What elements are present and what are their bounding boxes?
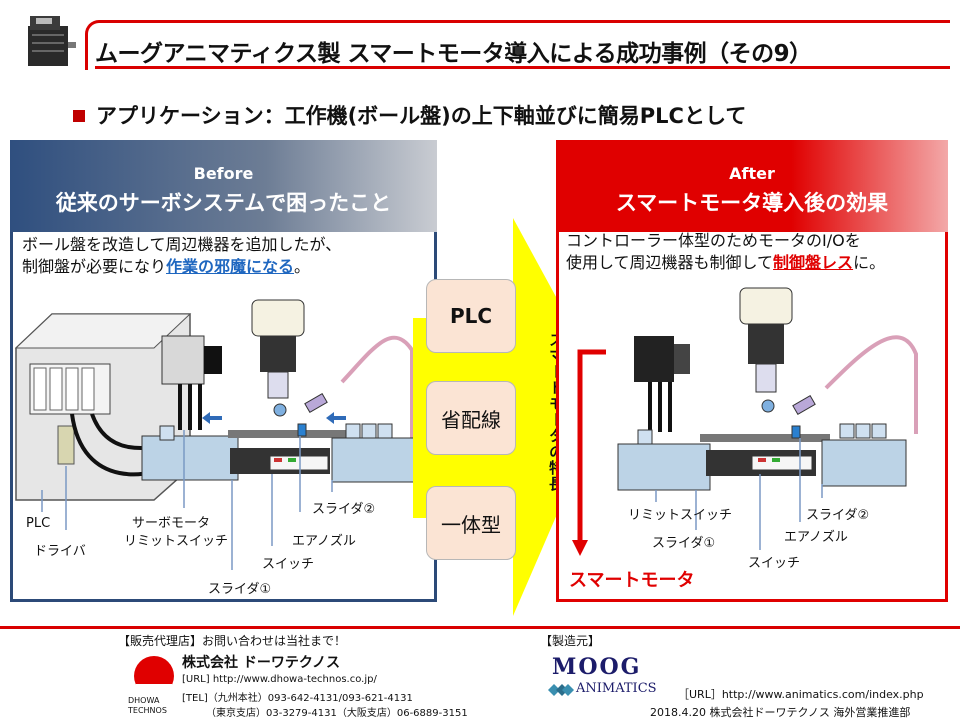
moog-logo: MOOG — [552, 654, 642, 680]
before-label-servo-motor: サーボモータ — [132, 516, 211, 531]
feature-integrated: 一体型 — [426, 486, 516, 560]
before-desc-line1: ボール盤を改造して周辺機器を追加したが、 — [22, 235, 342, 254]
before-heading-ja: 従来のサーボシステムで困ったこと — [55, 191, 392, 215]
date-and-department: 2018.4.20 株式会社ドーワテクノス 海外営業推進部 — [650, 706, 911, 719]
after-heading-ja: スマートモータ導入後の効果 — [615, 191, 889, 215]
company-tel-kyushu: [TEL]（九州本社）093-642-4131/093-621-4131 — [182, 693, 413, 704]
after-desc-emphasis: 制御盤レス — [773, 253, 854, 272]
before-desc-text: 制御盤が必要になり — [22, 257, 167, 276]
subtitle-bullet-icon — [73, 110, 85, 122]
dealer-heading: 【販売代理店】お問い合わせは当社まで！ — [118, 634, 347, 648]
after-label-smart-motor: スマートモータ — [569, 570, 695, 591]
after-description: コントローラー体型のためモータのI/Oを 使用して周辺機器も制御して制御盤レスに… — [566, 230, 885, 274]
page-title: ムーグアニマティクス製 スマートモータ導入による成功事例（その9） — [95, 41, 812, 67]
maker-heading: 【製造元】 — [540, 634, 601, 648]
before-desc-emphasis: 作業の邪魔になる — [166, 257, 295, 276]
before-heading: Before 従来のサーボシステムで困ったこと — [10, 140, 437, 232]
logo-motor-image — [22, 12, 80, 72]
after-label-limit-switch: リミットスイッチ — [628, 508, 733, 523]
animatics-logo-icon — [548, 682, 574, 696]
before-label-driver: ドライバ — [34, 544, 86, 559]
after-heading-en: After — [729, 164, 775, 183]
before-label-slider2: スライダ② — [312, 502, 376, 517]
maker-url[interactable]: ［URL］http://www.animatics.com/index.php — [678, 688, 924, 701]
after-desc-line1: コントローラー体型のためモータのI/Oを — [566, 231, 861, 250]
company-tel-tokyo-osaka: （東京支店）03-3279-4131（大阪支店）06-6889-3151 — [206, 708, 468, 719]
before-desc-line2: 制御盤が必要になり作業の邪魔になる。 — [22, 256, 341, 278]
before-label-plc: PLC — [26, 516, 51, 531]
before-description: ボール盤を改造して周辺機器を追加したが、 制御盤が必要になり作業の邪魔になる。 — [22, 234, 341, 278]
company-name: 株式会社 ドーワテクノス — [182, 655, 341, 671]
before-heading-en: Before — [193, 164, 254, 183]
before-label-limit-switch: リミットスイッチ — [124, 534, 229, 549]
after-desc-end: に。 — [853, 253, 886, 272]
dhowa-logo-icon — [132, 654, 176, 698]
before-desc-end: 。 — [294, 257, 311, 276]
after-label-switch: スイッチ — [748, 556, 801, 571]
title-frame — [85, 20, 950, 70]
animatics-logo-text: ANIMATICS — [576, 681, 657, 696]
before-label-switch: スイッチ — [262, 557, 315, 572]
before-machine-diagram — [12, 290, 434, 600]
dhowa-logo-text-2: TECHNOS — [128, 706, 167, 715]
feature-wiring: 省配線 — [426, 381, 516, 455]
title-underline — [95, 66, 950, 69]
before-label-slider1: スライダ① — [208, 582, 272, 597]
after-desc-line2: 使用して周辺機器も制御して制御盤レスに。 — [566, 252, 885, 274]
after-label-air-nozzle: エアノズル — [784, 530, 848, 545]
after-heading: After スマートモータ導入後の効果 — [556, 140, 948, 232]
company-url[interactable]: [URL] http://www.dhowa-technos.co.jp/ — [182, 674, 377, 685]
dhowa-logo-text-1: DHOWA — [128, 696, 160, 705]
after-label-slider1: スライダ① — [652, 536, 716, 551]
footer-divider — [0, 626, 960, 629]
before-label-air-nozzle: エアノズル — [292, 534, 356, 549]
page-subtitle: アプリケーション：工作機(ボール盤)の上下軸並びに簡易PLCとして — [96, 104, 747, 128]
after-label-slider2: スライダ② — [806, 508, 870, 523]
after-machine-diagram — [560, 284, 944, 584]
feature-plc: PLC — [426, 279, 516, 353]
after-desc-text: 使用して周辺機器も制御して — [566, 253, 774, 272]
